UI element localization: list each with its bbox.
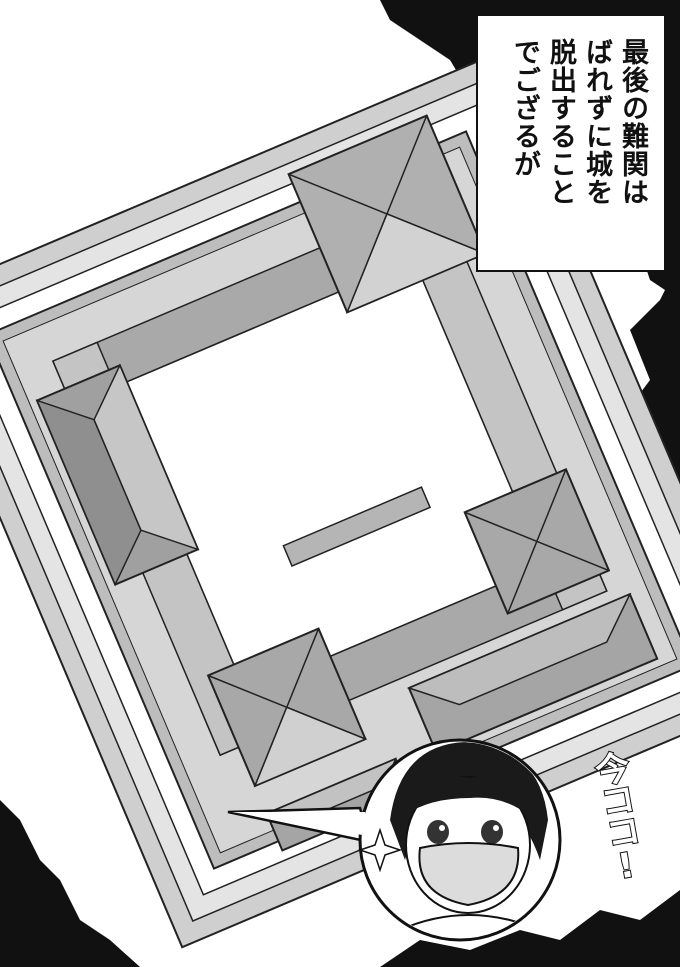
- foliage-bottom-left: [0, 800, 140, 967]
- southwest-tower: [206, 627, 368, 788]
- character-bangs: [405, 776, 532, 818]
- right-eye: [481, 820, 503, 844]
- left-eye: [427, 820, 449, 844]
- foliage-bottom-right: [380, 890, 680, 967]
- southeast-tower: [463, 467, 611, 615]
- character-hair: [390, 742, 548, 860]
- main-keep: [287, 114, 488, 314]
- sparkle-icon: [357, 827, 403, 873]
- caption-box: 最後の難関は ばれずに城を 脱出すること でござるが: [476, 14, 666, 272]
- caption-text: 最後の難関は ばれずに城を 脱出すること でござるが: [509, 38, 648, 206]
- courtyard-bench: [282, 486, 432, 567]
- face-mask: [418, 842, 520, 907]
- west-building: [35, 363, 200, 587]
- masked-character: [390, 742, 548, 931]
- south-building: [406, 592, 659, 754]
